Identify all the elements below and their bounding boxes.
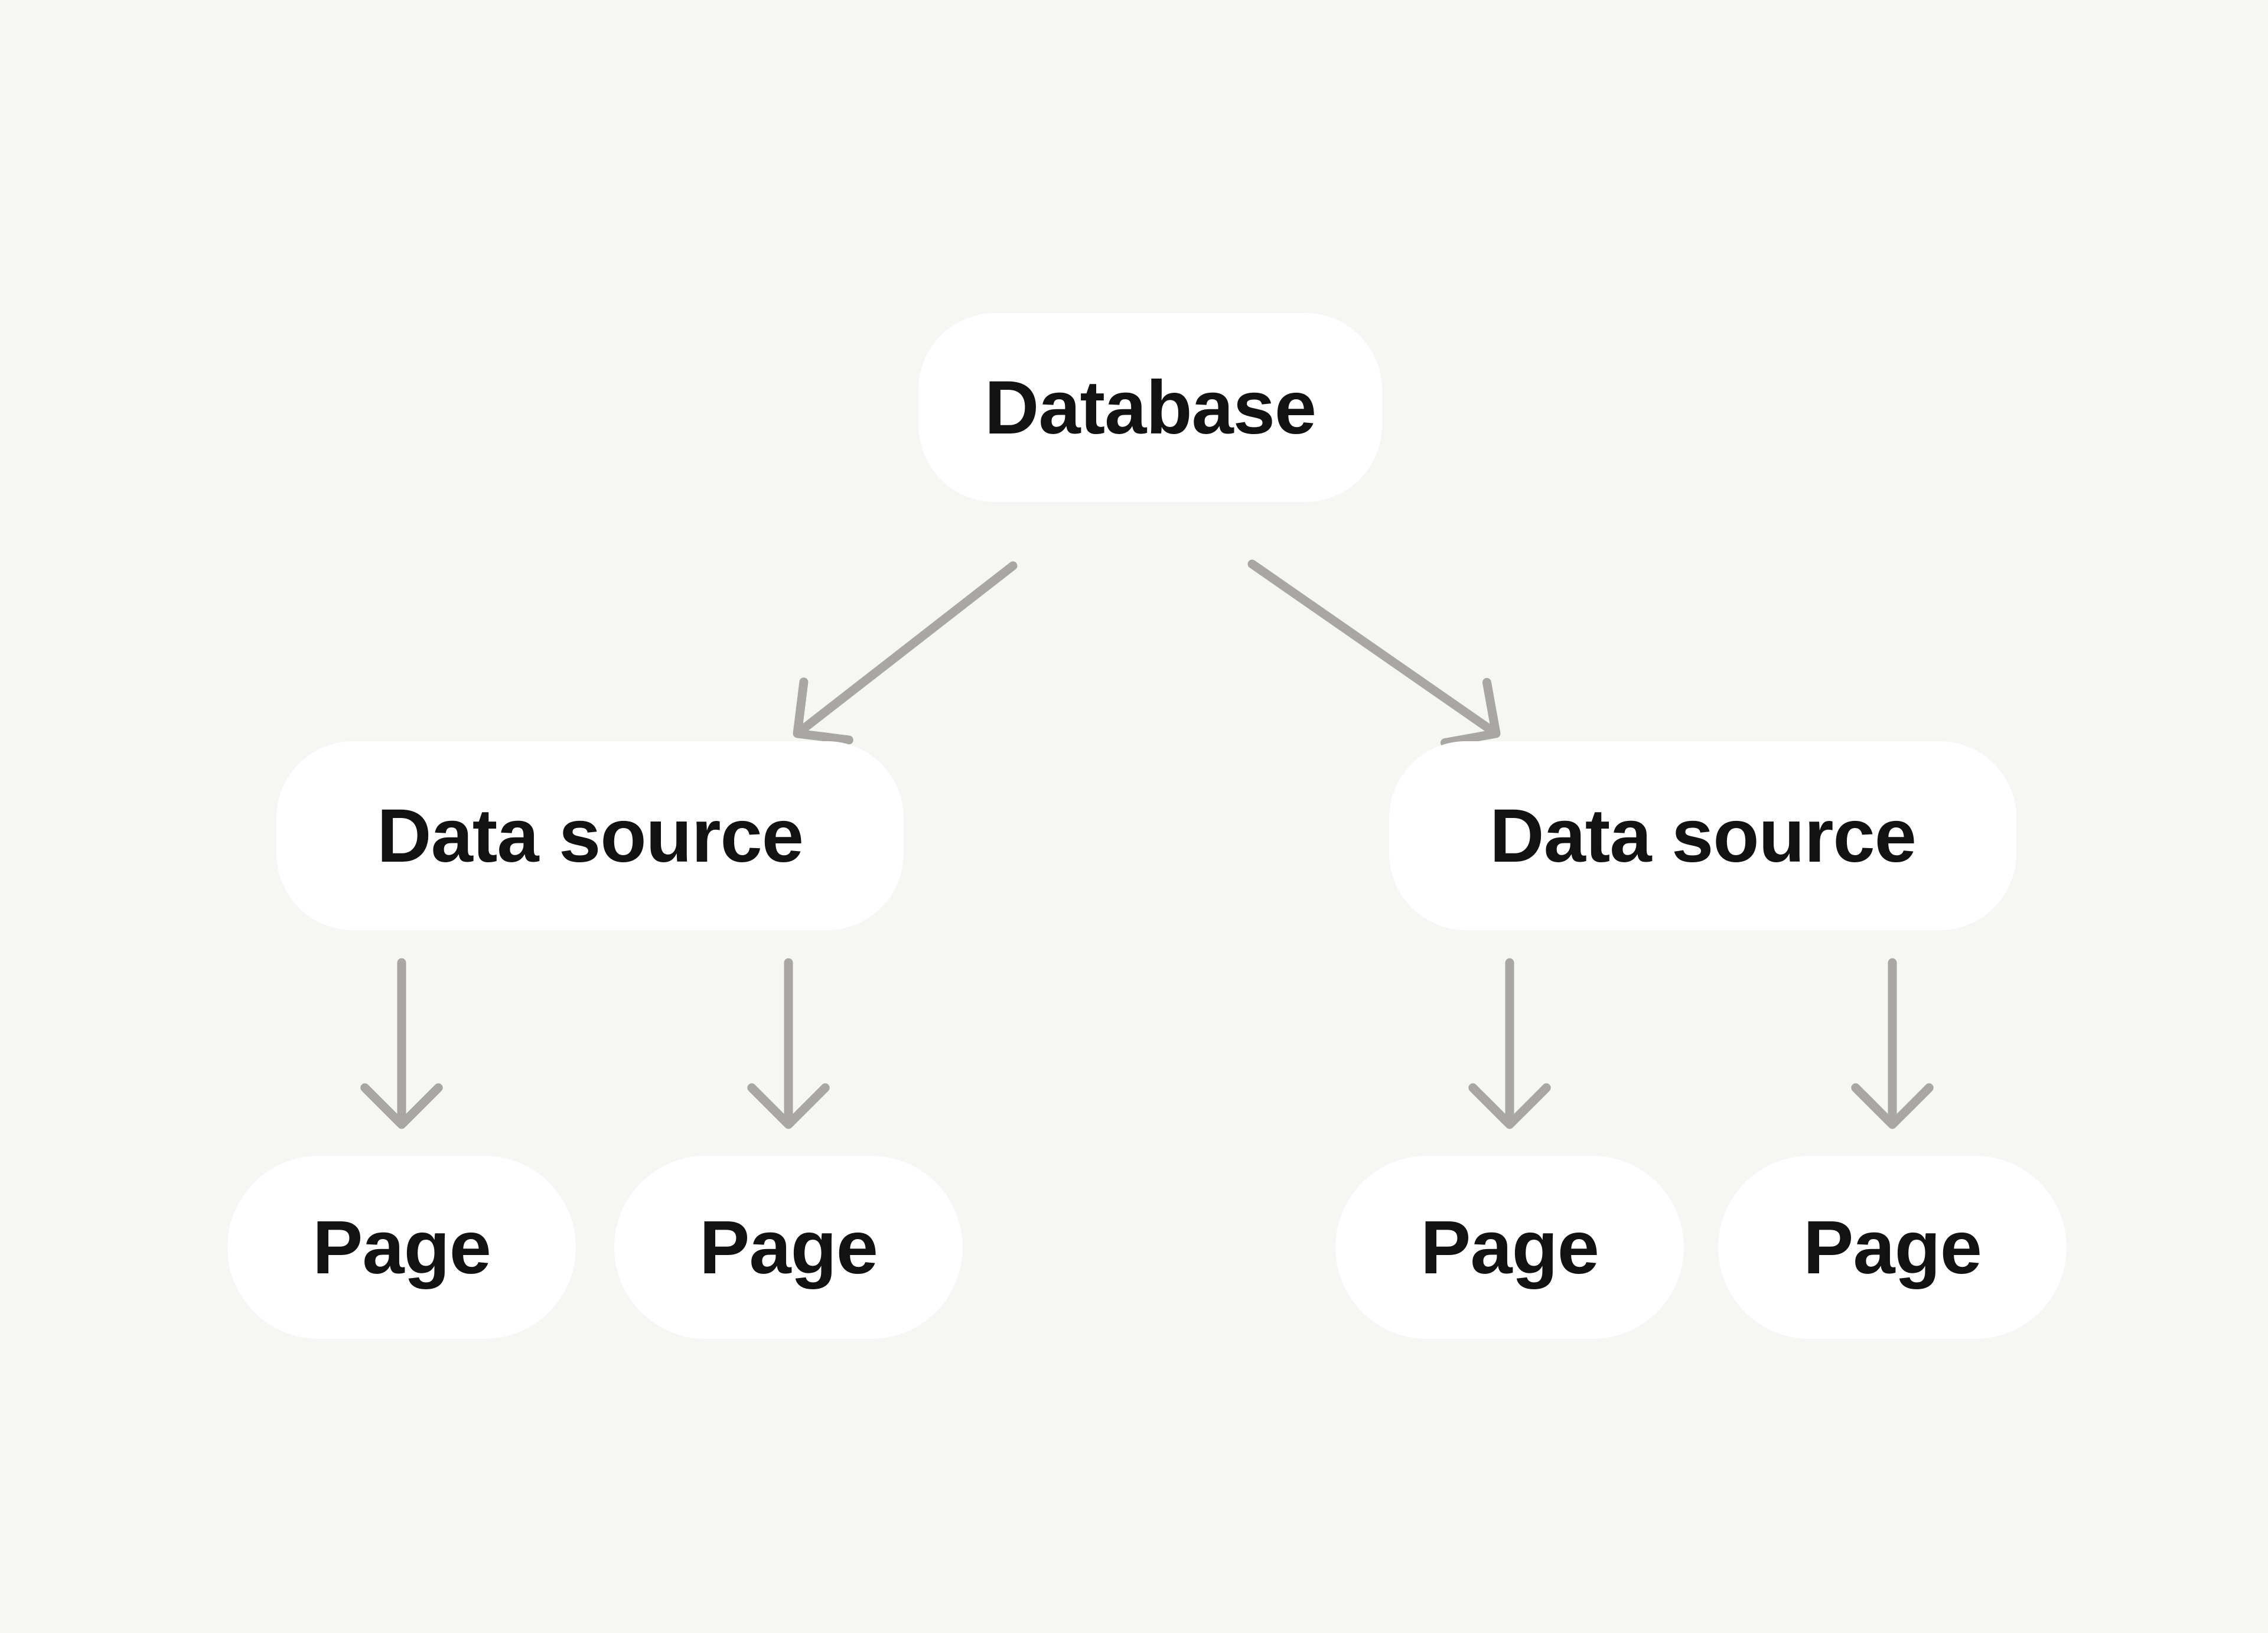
arrow-data-source-right-to-page-4 — [1851, 958, 1934, 1129]
data-source-right-node-label: Data source — [1490, 793, 1917, 878]
arrow-data-source-left-to-page-1 — [360, 958, 443, 1129]
database-node: Database — [918, 313, 1382, 502]
page-node-1-label: Page — [312, 1205, 491, 1290]
page-node-4-label: Page — [1803, 1205, 1982, 1290]
arrow-data-source-left-to-page-2 — [747, 958, 830, 1129]
data-source-left-node-label: Data source — [377, 793, 804, 878]
data-source-right-node: Data source — [1389, 741, 2016, 930]
page-node-3-label: Page — [1420, 1205, 1599, 1290]
arrow-database-to-data-source-left — [793, 561, 1018, 745]
page-node-2: Page — [614, 1156, 963, 1339]
arrow-database-to-data-source-right — [1247, 559, 1501, 748]
page-node-3: Page — [1335, 1156, 1684, 1339]
data-source-left-node: Data source — [276, 741, 904, 930]
page-node-2-label: Page — [699, 1205, 878, 1290]
page-node-1: Page — [227, 1156, 576, 1339]
database-node-label: Database — [984, 365, 1317, 450]
arrow-data-source-right-to-page-3 — [1468, 958, 1551, 1129]
page-node-4: Page — [1718, 1156, 2067, 1339]
